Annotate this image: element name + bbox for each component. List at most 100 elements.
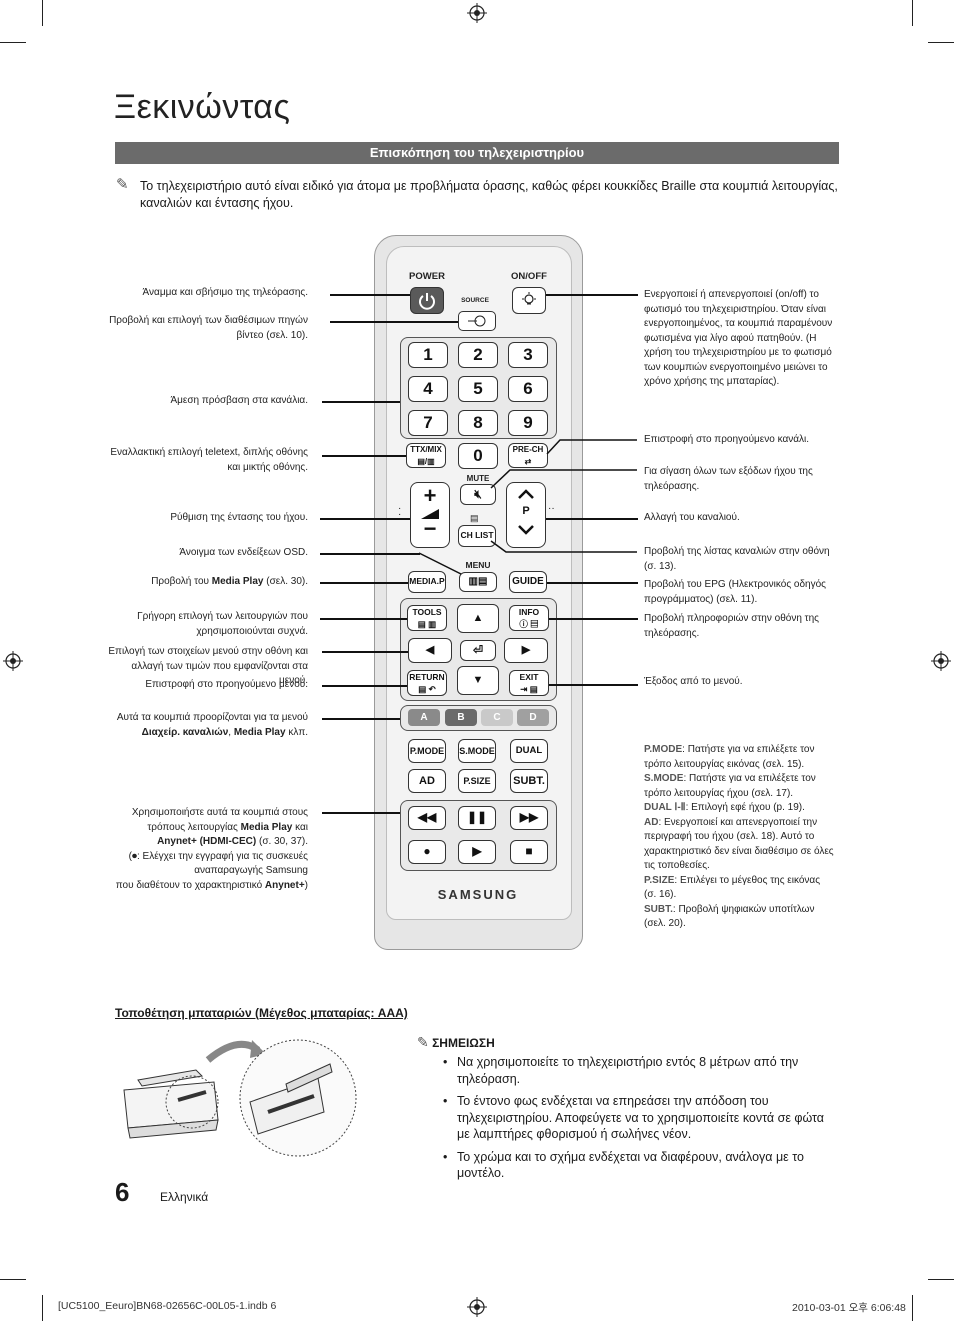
color-key-b[interactable]: B: [445, 709, 477, 726]
channel-rocker[interactable]: P: [506, 482, 546, 548]
enter-button[interactable]: ⏎: [460, 640, 496, 661]
label-text: : Επιλογή εφέ ήχου (p. 19).: [685, 802, 805, 813]
volume-rocker[interactable]: + −: [410, 482, 450, 548]
number-key[interactable]: 5: [458, 376, 498, 402]
leader-line: [330, 321, 458, 323]
right-arrow-button[interactable]: ▶: [504, 638, 548, 663]
dual-button[interactable]: DUAL: [510, 739, 548, 763]
up-arrow-button[interactable]: ▲: [457, 604, 499, 633]
crop-mark: [928, 42, 954, 43]
subt-button[interactable]: SUBT.: [510, 769, 548, 793]
rewind-icon: ◀◀: [417, 810, 437, 824]
record-button[interactable]: ●: [408, 840, 446, 864]
onoff-light-button[interactable]: [512, 287, 546, 314]
label-text: που διαθέτουν το χαρακτηριστικό: [115, 879, 263, 891]
registration-mark-icon: [467, 1297, 487, 1317]
label-key: SUBT.: [644, 903, 673, 915]
pre-ch-button[interactable]: PRE-CH⇄: [508, 443, 548, 468]
leader-line: [490, 540, 637, 553]
brand-logo: SAMSUNG: [437, 887, 519, 902]
label-bold: Media Play: [233, 726, 286, 738]
source-button[interactable]: [458, 311, 496, 331]
left-arrow-button[interactable]: ◀: [408, 638, 452, 663]
volume-up-icon: +: [423, 483, 437, 508]
number-key[interactable]: 9: [508, 410, 548, 436]
play-icon: ▶: [472, 844, 482, 858]
rewind-button[interactable]: ◀◀: [408, 806, 446, 830]
down-arrow-button[interactable]: ▼: [457, 666, 499, 695]
note-title: ✎ ΣΗΜΕΙΩΣΗ: [417, 1034, 495, 1051]
label-key: S.MODE: [644, 773, 684, 784]
mute-label: MUTE: [466, 474, 490, 483]
fast-forward-button[interactable]: ▶▶: [510, 806, 548, 830]
number-key[interactable]: 2: [458, 342, 498, 368]
volume-down-icon: −: [423, 516, 437, 541]
channel-up-icon: [518, 489, 534, 499]
info-label: INFO: [518, 607, 540, 617]
guide-button[interactable]: GUIDE: [509, 571, 547, 593]
pause-button[interactable]: ❚❚: [458, 806, 496, 830]
exit-label: EXIT: [519, 672, 539, 682]
enter-icon: ⏎: [472, 643, 484, 657]
leader-line: [320, 582, 408, 584]
leader-line: [546, 439, 637, 455]
label-chlist: Προβολή της λίστας καναλιών στην οθόνη (…: [644, 546, 830, 572]
label-bold: Διαχείρ. καναλιών: [141, 726, 229, 738]
menu-icon: ▥▤: [468, 576, 488, 587]
stop-button[interactable]: ■: [510, 840, 548, 864]
label-key: P.MODE: [644, 744, 683, 755]
label-key: P.SIZE: [644, 874, 675, 886]
channel-p-label: P: [522, 505, 530, 517]
note-pen-icon: ✎: [116, 176, 129, 193]
number-key[interactable]: 8: [458, 410, 498, 436]
label-bold: Media Play: [211, 576, 264, 587]
play-button[interactable]: ▶: [458, 840, 496, 864]
menu-button[interactable]: ▥▤: [459, 572, 497, 592]
list-item: Να χρησιμοποιείτε το τηλεχειριστήριο εντ…: [440, 1054, 840, 1087]
label-function-keys: P.MODE: Πατήστε για να επιλέξετε τον τρό…: [644, 743, 834, 932]
label-text: αναπαραγωγής Samsung: [194, 865, 308, 876]
label-key: DUAL Ⅰ-Ⅱ: [644, 802, 686, 813]
number-key[interactable]: 1: [408, 342, 448, 368]
label-text: Αυτά τα κουμπιά προορίζονται για τα μενο…: [116, 712, 308, 723]
leader-line: [549, 618, 638, 620]
arrow-right-icon: ▶: [521, 644, 531, 656]
label-mute: Για σίγαση όλων των εξόδων ήχου της τηλε…: [644, 466, 813, 492]
note-pen-icon: ✎: [417, 1034, 429, 1050]
label-text: Χρησιμοποιήστε αυτά τα κουμπιά στους: [131, 807, 308, 818]
page-title: Ξεκινώντας: [114, 88, 291, 126]
s-mode-button[interactable]: S.MODE: [458, 739, 496, 763]
label-channel: Αλλαγή του καναλιού.: [644, 512, 740, 523]
crop-mark: [0, 42, 26, 43]
label-prech: Επιστροφή στο προηγούμενο κανάλι.: [644, 434, 810, 445]
number-key[interactable]: 0: [458, 443, 498, 469]
color-key-c[interactable]: C: [481, 709, 513, 726]
media-p-button[interactable]: MEDIA.P: [408, 571, 446, 593]
return-button[interactable]: RETURN▤ ↶: [407, 670, 447, 696]
ch-list-button[interactable]: CH LIST: [458, 525, 496, 547]
label-text: : Προβολή ψηφιακών υποτίτλων (σελ. 20).: [644, 903, 815, 930]
ad-button[interactable]: AD: [408, 769, 446, 793]
number-key[interactable]: 3: [508, 342, 548, 368]
chlist-icon: ▤: [470, 513, 479, 523]
crop-mark: [42, 0, 43, 26]
power-button[interactable]: [410, 287, 444, 314]
number-key[interactable]: 7: [408, 410, 448, 436]
tools-button[interactable]: TOOLS▤ ▥: [407, 605, 447, 631]
return-icon: ▤ ↶: [418, 684, 436, 694]
color-key-a[interactable]: A: [408, 709, 440, 726]
leader-line: [320, 618, 407, 620]
number-key[interactable]: 4: [408, 376, 448, 402]
number-key[interactable]: 6: [508, 376, 548, 402]
p-size-button[interactable]: P.SIZE: [458, 769, 496, 793]
label-text: (⏺: Ελέγχει την εγγραφή για τις συσκευές: [128, 850, 308, 862]
p-mode-button[interactable]: P.MODE: [408, 739, 446, 763]
label-onoff: Ενεργοποιεί ή απενεργοποιεί (on/off) το …: [644, 289, 833, 387]
page-language: Ελληνικά: [160, 1190, 209, 1204]
ttx-mix-button[interactable]: TTX/MIX▤/▥: [406, 443, 446, 468]
color-key-d[interactable]: D: [517, 709, 549, 726]
exit-button[interactable]: EXIT⇥ ▤: [509, 670, 549, 696]
page-number: 6: [115, 1177, 130, 1207]
mute-button[interactable]: 🔇︎: [460, 484, 496, 505]
